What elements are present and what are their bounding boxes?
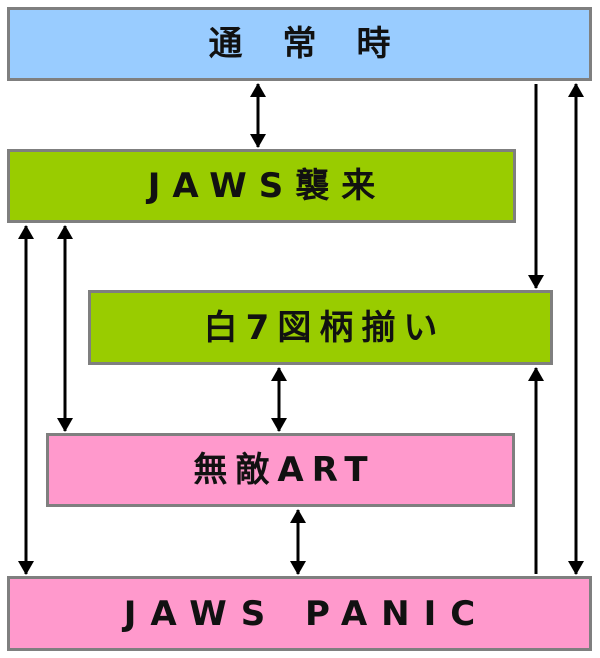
state-label-jaws-panic: JAWS PANIC [123,593,490,634]
state-box-jaws-panic: JAWS PANIC [7,576,592,651]
state-label-muteki-art: 無敵ART [193,450,376,490]
state-box-normal: 通常時 [7,7,592,81]
state-box-muteki-art: 無敵ART [46,433,515,507]
state-box-jaws-raid: JAWS襲来 [7,149,516,223]
state-label-jaws-raid: JAWS襲来 [147,166,388,206]
state-label-white7: 白7図柄揃い [203,307,446,348]
state-label-normal: 通常時 [208,24,431,64]
state-box-white7: 白7図柄揃い [88,290,553,365]
